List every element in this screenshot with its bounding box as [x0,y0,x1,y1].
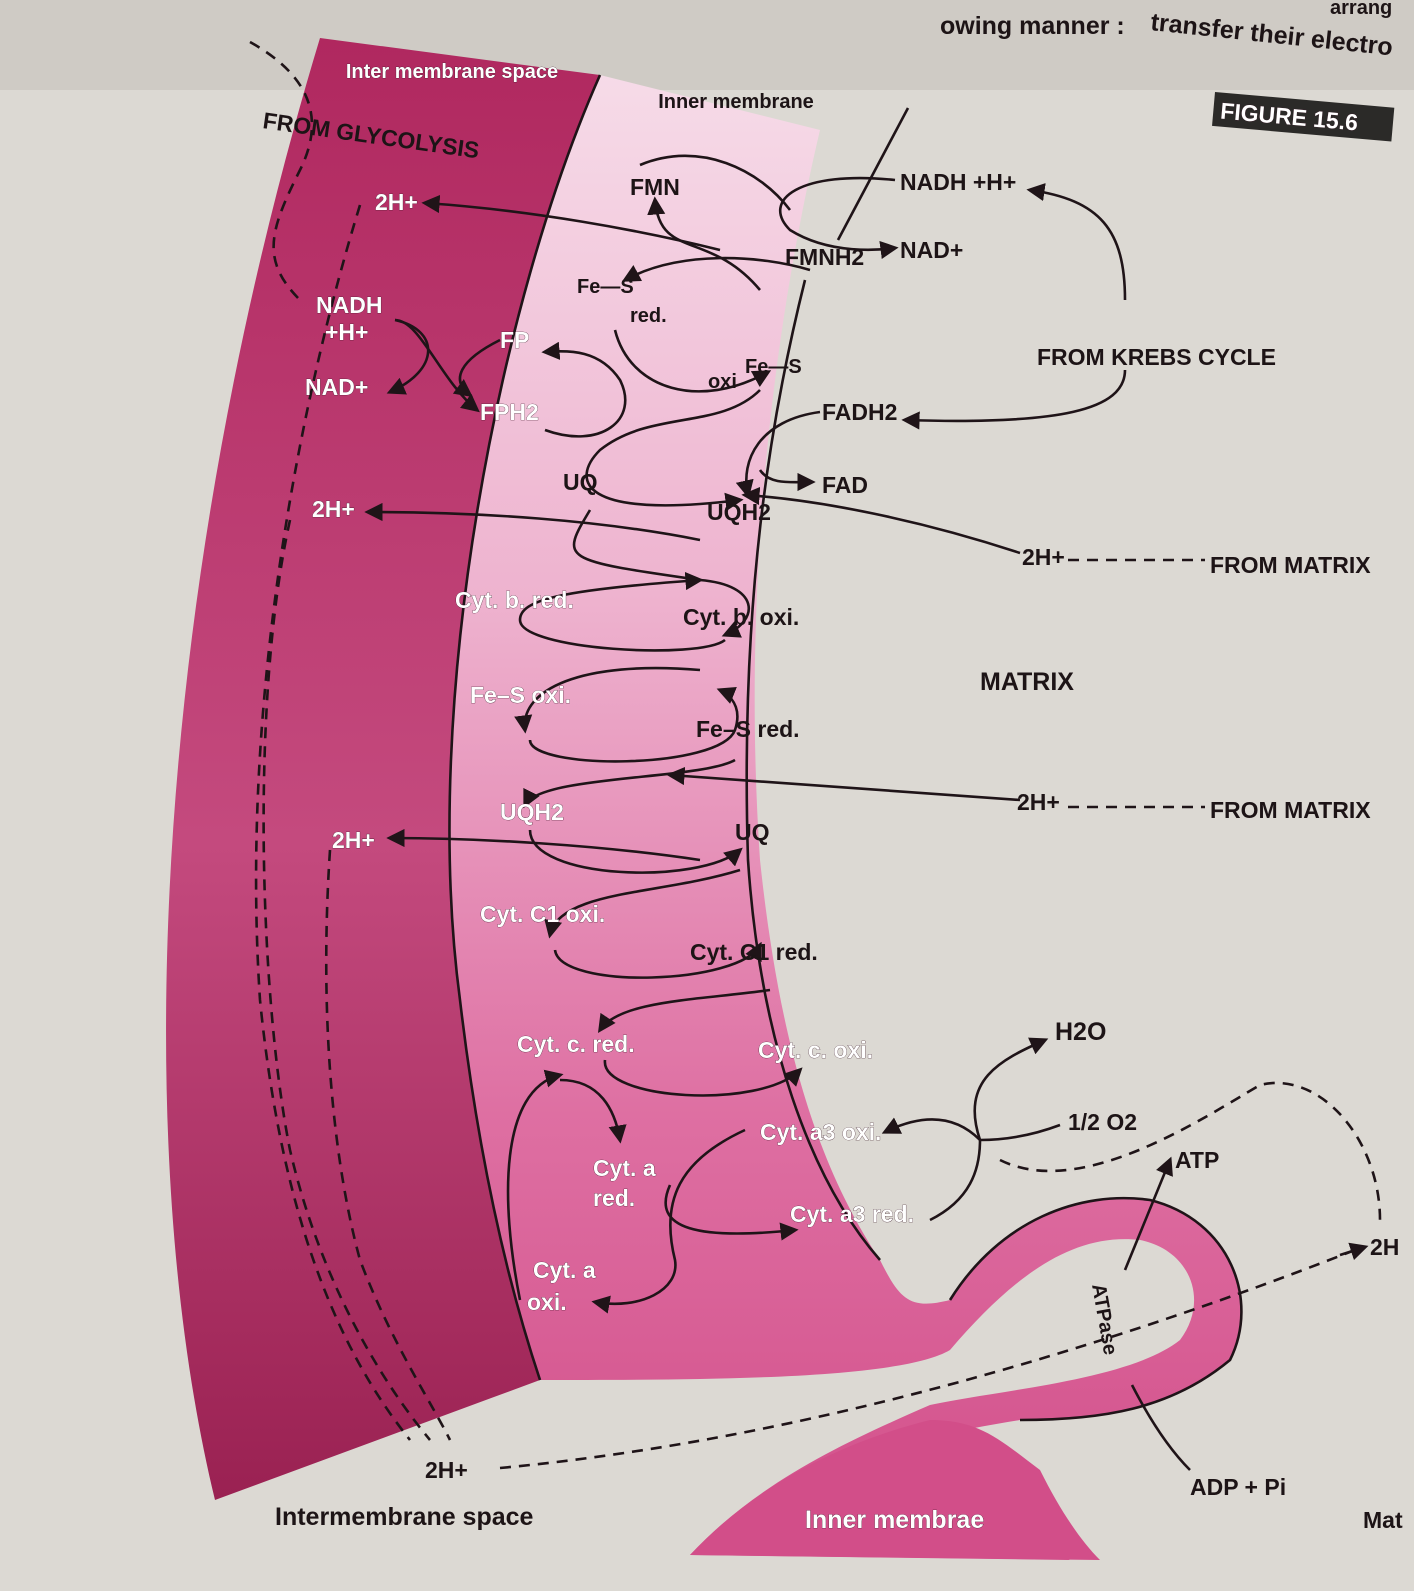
cyt-c1-red-label: Cyt. C1 red. [690,939,818,965]
proton-mid2-label: 2H+ [332,827,375,853]
nadh-glycolysis-label: NADH [316,292,382,318]
nadh-glycolysis-h-label: +H+ [325,319,368,345]
matrix-label: MATRIX [980,668,1074,696]
matrix-edge-label: Mat [1363,1507,1403,1533]
from-matrix-label-2: FROM MATRIX [1210,797,1371,823]
uqh2-2-label: UQH2 [500,799,564,825]
proton-matrix1-label: 2H+ [1022,544,1065,570]
fes-oxi-top-label: Fe—S [745,356,802,378]
uq-2-label: UQ [735,819,770,845]
cyt-b-red-label: Cyt. b. red. [455,587,574,613]
inner-membrane-bottom-label: Inner membrae [805,1506,984,1534]
fph2-label: FPH2 [480,399,539,425]
proton-mid1-label: 2H+ [312,496,355,522]
cyt-b-oxi-label: Cyt. b. oxi. [683,604,799,630]
intermembrane-space-label-top-text: Inter membrane space [346,61,558,83]
fp-label: FP [500,327,529,353]
half-o2-label: 1/2 O2 [1068,1109,1137,1135]
cyt-a-red-label: Cyt. a [593,1155,656,1181]
nadh-krebs-label: NADH +H+ [900,169,1016,195]
fmnh2-label: FMNH2 [785,244,864,270]
proton-bottom-label: 2H+ [425,1457,468,1483]
fmn-label: FMN [630,174,680,200]
h2o-label: H2O [1055,1018,1106,1046]
fes-red-top-label: Fe—S [577,276,634,298]
adp-pi-label: ADP + Pi [1190,1474,1286,1500]
fes-red-top-sub-label: red. [630,305,667,327]
cyt-a-oxi-sub-label: oxi. [527,1289,567,1315]
from-matrix-label-1: FROM MATRIX [1210,552,1371,578]
cyt-a-oxi-label: Cyt. a [533,1257,596,1283]
atp-label: ATP [1175,1147,1219,1173]
uq-1-label: UQ [563,469,598,495]
fad-label: FAD [822,472,868,498]
nad-glycolysis-label: NAD+ [305,374,368,400]
cyt-c-oxi-label: Cyt. c. oxi. [758,1037,873,1063]
from-krebs-label: FROM KREBS CYCLE [1037,344,1276,370]
intermembrane-space-label-top: Inter membrane space [346,61,558,83]
fes-oxi-top-sub-label: oxi [708,371,737,393]
fadh2-label: FADH2 [822,399,897,425]
proton-right-label: 2H [1370,1234,1399,1260]
proton-matrix2-label: 2H+ [1017,789,1060,815]
header-text-fragment: owing manner : [940,12,1125,40]
inner-membrane-label: Inner membrane [658,91,814,113]
intermembrane-space-bottom-label: Intermembrane space [275,1503,534,1531]
nad-krebs-label: NAD+ [900,237,963,263]
cyt-a3-red-label: Cyt. a3 red. [790,1201,914,1227]
cyt-c1-oxi-label: Cyt. C1 oxi. [480,901,605,927]
cyt-c-red-label: Cyt. c. red. [517,1031,635,1057]
cyt-a3-oxi-label: Cyt. a3 oxi. [760,1119,881,1145]
cyt-a-red-sub-label: red. [593,1185,635,1211]
fes-oxi-mid-label: Fe–S oxi. [470,682,571,708]
fes-red-mid-label: Fe–S red. [696,716,800,742]
proton-top-label: 2H+ [375,189,418,215]
header-text-fragment-far-right: arrang [1330,0,1392,19]
uqh2-1-label: UQH2 [707,499,771,525]
